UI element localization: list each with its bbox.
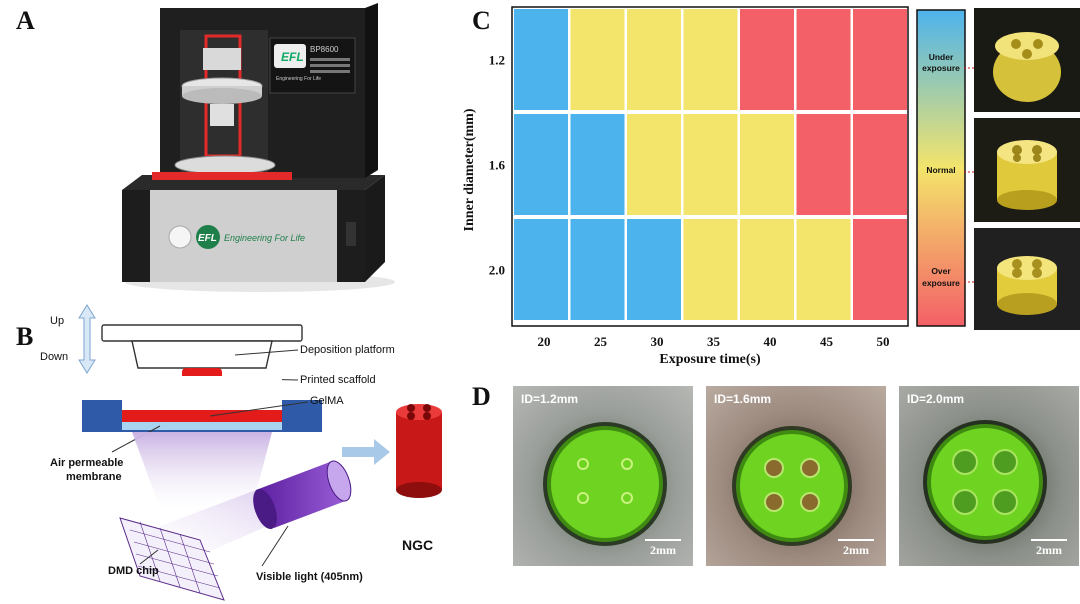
heatmap-cell-2.0-40 — [740, 219, 794, 320]
heatmap-cell-1.2-25 — [570, 9, 625, 110]
heatmap-cell-1.6-50 — [853, 114, 907, 215]
label-down: Down — [40, 351, 68, 363]
y-tick-label: 1.2 — [489, 53, 505, 68]
id-label-2: ID=1.6mm — [714, 392, 772, 406]
scale-bar-1: 2mm — [645, 539, 681, 558]
legend-normal: Normal — [926, 165, 955, 175]
label-brand: EFL — [281, 50, 304, 64]
scale-bar-2: 2mm — [838, 539, 874, 558]
legend-over-2: exposure — [922, 278, 960, 288]
x-tick-label: 25 — [594, 334, 608, 349]
transfer-arrow-icon — [342, 439, 390, 465]
heatmap-cell-2.0-35 — [683, 219, 738, 320]
legend-under-2: exposure — [922, 63, 960, 73]
panel-label-c: C — [472, 6, 491, 35]
dmd-chip-icon — [119, 517, 225, 601]
heatmap-cell-2.0-30 — [627, 219, 681, 320]
ngc-conduit-icon — [396, 404, 442, 498]
light-source-icon — [253, 460, 352, 530]
scale-bar-3: 2mm — [1031, 539, 1067, 558]
label-dmd-chip: DMD chip — [108, 565, 159, 577]
heatmap-cell-2.0-20 — [514, 219, 568, 320]
base-brand: EFL — [198, 233, 217, 244]
exposure-heatmap-chart: Inner diameter(mm) Exposure time(s) 20 25… — [462, 6, 909, 367]
panel-label-a: A — [16, 6, 35, 35]
y-axis-label: Inner diameter(mm) — [462, 108, 477, 231]
heatmap-cell-1.2-40 — [740, 9, 794, 110]
heatmap-cell-1.6-45 — [796, 114, 851, 215]
label-up: Up — [50, 315, 64, 327]
heatmap-cell-1.2-30 — [627, 9, 681, 110]
printing-schematic: Up Down Deposition platform Printed scaf… — [40, 304, 442, 601]
micrograph-1-2mm: ID=1.2mm 2mm — [513, 386, 693, 566]
legend-over-1: Over — [931, 266, 951, 276]
label-deposition-platform: Deposition platform — [300, 344, 395, 356]
heatmap-cell-1.2-50 — [853, 9, 907, 110]
y-tick-label: 1.6 — [489, 158, 506, 173]
heatmap-cell-2.0-25 — [570, 219, 625, 320]
label-gelma: GelMA — [310, 395, 344, 407]
heatmap-cell-1.6-35 — [683, 114, 738, 215]
label-printed-scaffold: Printed scaffold — [300, 374, 376, 386]
micrograph-2-0mm: ID=2.0mm 2mm — [899, 386, 1079, 566]
label-air-membrane-2: membrane — [66, 471, 122, 483]
heatmap-cell-1.6-20 — [514, 114, 568, 215]
panel-label-b: B — [16, 322, 34, 351]
legend-under-1: Under — [929, 52, 954, 62]
x-tick-label: 20 — [538, 334, 551, 349]
panel-label-d: D — [472, 382, 491, 411]
heatmap-cell-1.6-40 — [740, 114, 794, 215]
label-sub: Engineering For Life — [276, 76, 321, 82]
heatmap-cell-1.2-35 — [683, 9, 738, 110]
exposure-legend: Under exposure Normal Over exposure — [916, 9, 966, 327]
printer-device-illustration: EFL BP8600 Engineering For Life EFL Engi… — [122, 3, 395, 292]
heatmap-cell-1.6-30 — [627, 114, 681, 215]
id-label-1: ID=1.2mm — [521, 392, 579, 406]
label-visible-light: Visible light (405nm) — [256, 571, 363, 583]
x-tick-label: 30 — [651, 334, 664, 349]
heatmap-cell-1.6-25 — [570, 114, 625, 215]
id-label-3: ID=2.0mm — [907, 392, 965, 406]
x-tick-label: 50 — [877, 334, 890, 349]
heatmap-cell-2.0-50 — [853, 219, 907, 320]
micrograph-1-6mm: ID=1.6mm 2mm — [706, 386, 886, 566]
label-air-membrane-1: Air permeable — [50, 457, 123, 469]
label-ngc: NGC — [402, 537, 433, 553]
x-tick-label: 45 — [820, 334, 834, 349]
x-axis-label: Exposure time(s) — [659, 352, 761, 367]
heatmap-cell-1.2-20 — [514, 9, 568, 110]
y-tick-label: 2.0 — [489, 263, 505, 278]
heatmap-cell-2.0-45 — [796, 219, 851, 320]
heatmap-cell-1.2-45 — [796, 9, 851, 110]
base-tagline: Engineering For Life — [224, 233, 305, 243]
up-down-arrow-icon — [78, 304, 96, 374]
x-tick-label: 35 — [707, 334, 721, 349]
label-model: BP8600 — [310, 45, 339, 54]
x-tick-label: 40 — [764, 334, 777, 349]
scaffold-photos — [964, 8, 1080, 330]
